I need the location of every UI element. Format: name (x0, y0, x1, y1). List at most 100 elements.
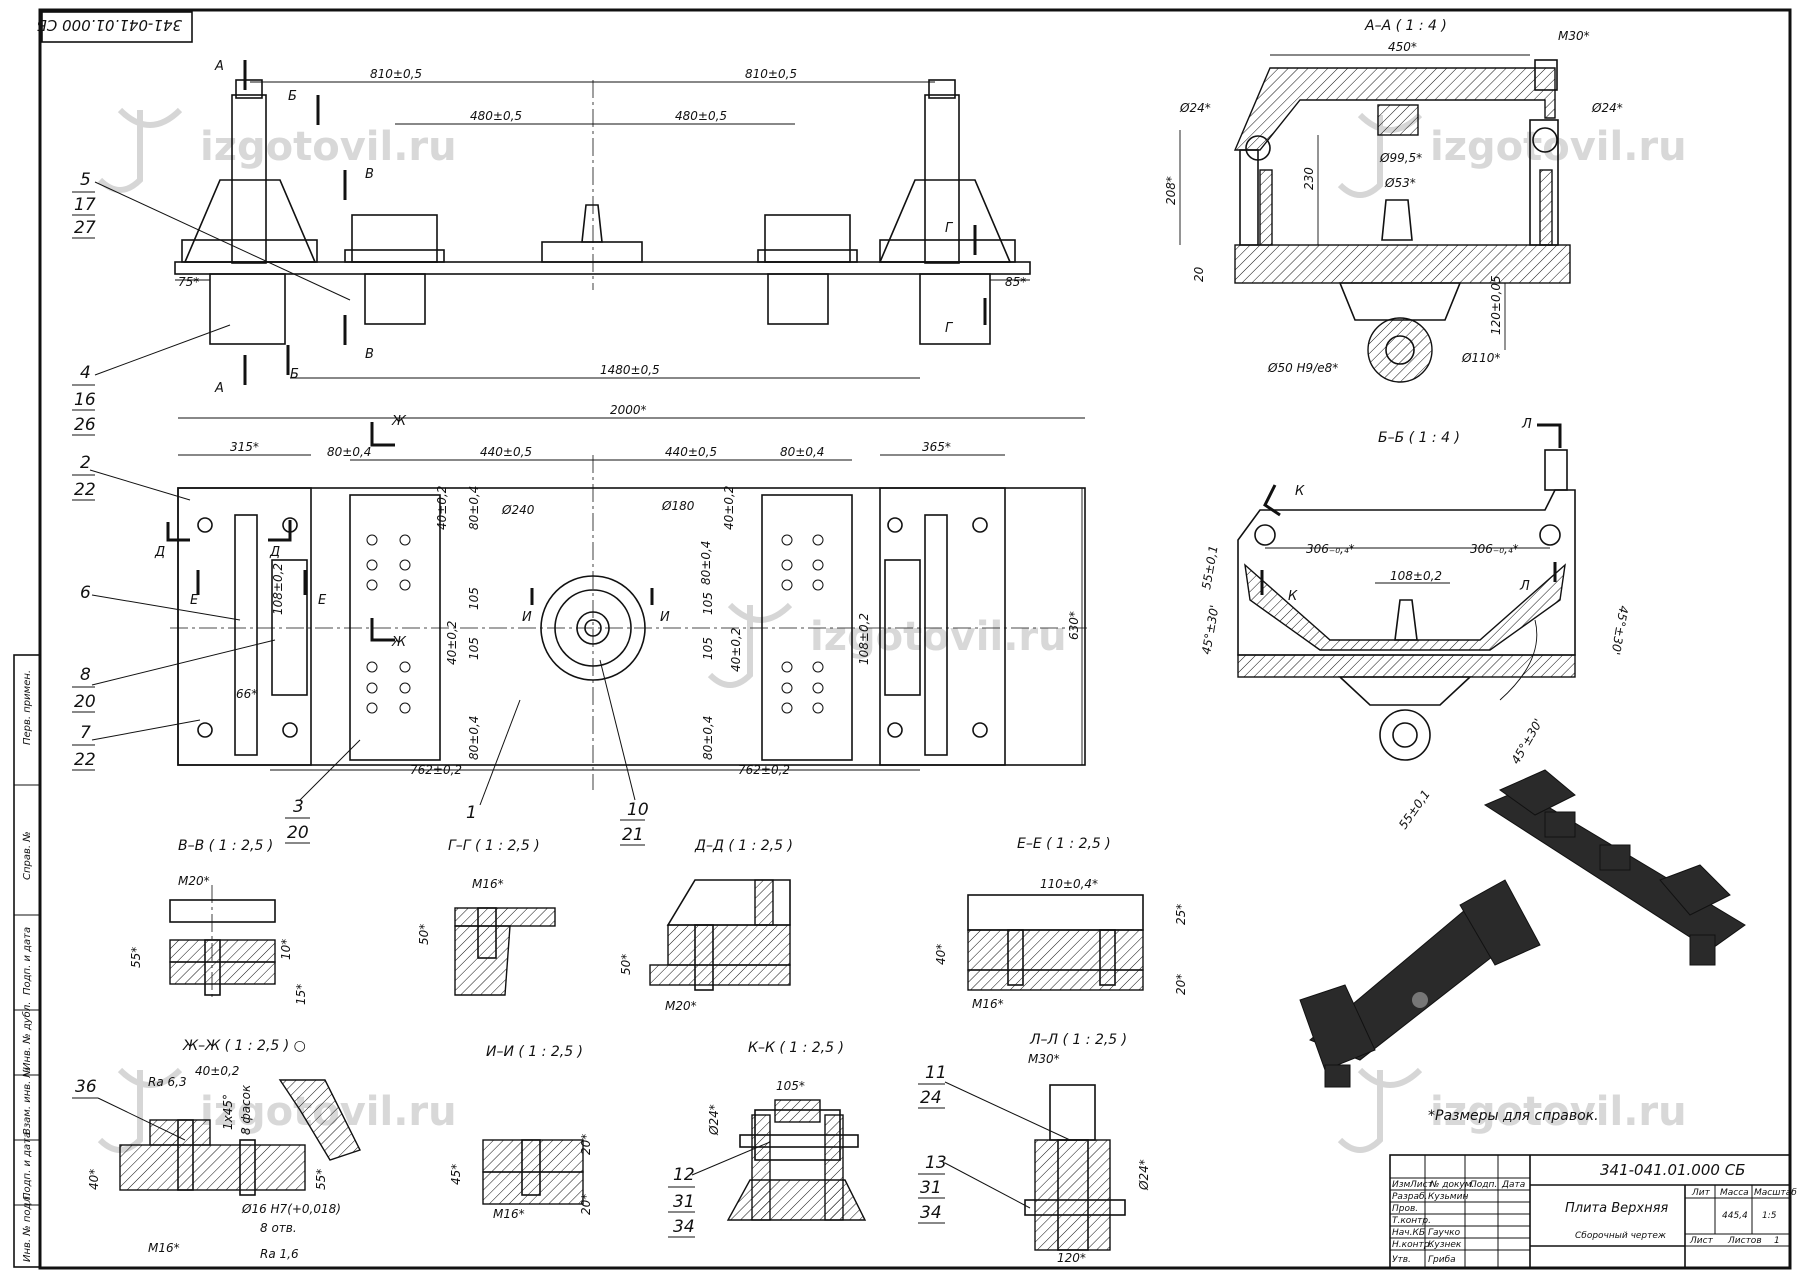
side-strip-labels: Перв. примен. Справ. № Подп. и дата Инв.… (14, 670, 40, 1262)
bolt-hole (812, 682, 824, 694)
bolt-hole (812, 702, 824, 714)
tb-hdr-4: Дата (1501, 1180, 1525, 1190)
dim-ee-2: 40* (934, 944, 948, 965)
reference-note: *Размеры для справок. (1428, 1108, 1599, 1124)
dim-p-23: 105 (701, 637, 715, 660)
section-ee: Е–Е ( 1 : 2,5 ) 110±0,4* 25* 40* М16* 20… (934, 836, 1188, 1011)
front-plate (174, 261, 1031, 275)
dim-f-3: 480±0,5 (675, 109, 727, 123)
bolt-hole (366, 702, 378, 714)
dim-bb-6: 45°±30' (1508, 716, 1545, 766)
pos-p-6-1: 21 (622, 825, 644, 845)
dim-p-4: 440±0,5 (480, 445, 532, 459)
sec-letter-2: Б (288, 89, 297, 104)
tb-name: Плита Верхняя (1565, 1201, 1668, 1216)
dim-zh-9: Ra 1,6 (260, 1247, 299, 1261)
dim-bb-1: 306₋₀,₄* (1470, 542, 1519, 556)
pos-p-0-0: 2 (80, 453, 91, 473)
dim-p-7: Ø240 (501, 503, 535, 517)
dim-gg-1: 50* (417, 924, 431, 945)
pos-kk-0: 12 (673, 1165, 695, 1185)
sec-letter-4: В (365, 167, 374, 182)
code-stamp: 341-041.01.000 СБ (37, 16, 182, 34)
dim-aa-0: 450* (1388, 40, 1417, 54)
bolt-hole (781, 682, 793, 694)
dim-p-18: 108±0,2 (271, 563, 285, 615)
dim-p-15: 105 (467, 637, 481, 660)
plan-dimensions: 2000* 315* 365* 80±0,4 440±0,5 440±0,5 8… (178, 403, 1085, 777)
tb-col-lit: Лит (1691, 1188, 1711, 1198)
dim-p-10: 762±0,2 (410, 763, 462, 777)
pos-ll-3: 31 (920, 1178, 942, 1198)
aa-dimensions: 450* М30* Ø24* Ø24* Ø99,5* Ø53* 230 208*… (1164, 29, 1623, 375)
dim-p-2: 365* (922, 440, 951, 454)
dim-kk-1: Ø24* (707, 1104, 721, 1136)
sec-letter-6: Г (945, 221, 954, 236)
dim-bb-0: 306₋₀,₄* (1306, 542, 1355, 556)
sec-letter-5: В (365, 347, 374, 362)
tb-hdr-1: Лист (1409, 1180, 1434, 1190)
view-title-ll: Л–Л ( 1 : 2,5 ) (1029, 1032, 1127, 1048)
plan-section-markers: Ж Ж Д Д Е Е И И (154, 414, 670, 650)
dim-vv-3: 15* (294, 984, 308, 1005)
dim-dd-1: М20* (665, 999, 697, 1013)
bolt-hole (399, 702, 411, 714)
pos-kk-1: 31 (673, 1192, 695, 1212)
bolt-hole (366, 682, 378, 694)
bolt-hole (282, 722, 298, 738)
side-label-6: Инв. № подл. (22, 1193, 33, 1262)
tb-col-scale: Масштаб (1754, 1188, 1797, 1198)
pos-ll-1: 24 (920, 1088, 942, 1108)
dim-zh-1: 40±0,2 (195, 1064, 239, 1078)
watermark-5: izgotovil.ru (1430, 1089, 1687, 1135)
bolt-hole (399, 579, 411, 591)
dim-aa-6: 230 (1302, 167, 1316, 190)
bolt-hole (399, 661, 411, 673)
sec-letter-8: Ж (391, 414, 407, 429)
pos-f-0-2: 27 (74, 218, 96, 238)
dim-p-8: Ø180 (661, 499, 695, 513)
dim-p-11: 762±0,2 (738, 763, 790, 777)
plan-holes (197, 517, 988, 738)
dim-dd-0: 50* (619, 954, 633, 975)
dim-f-0: 810±0,5 (370, 67, 422, 81)
dim-ll-2: 120* (1057, 1251, 1086, 1265)
view-title-dd: Д–Д ( 1 : 2,5 ) (694, 838, 793, 854)
dim-ii-0: 45* (449, 1164, 463, 1185)
watermark-1: izgotovil.ru (200, 124, 457, 170)
sheet-frame (38, 8, 1792, 1270)
tb-mass: 445,4 (1722, 1211, 1748, 1221)
dim-ee-0: 110±0,4* (1040, 877, 1098, 891)
dim-kk-0: 105* (776, 1079, 805, 1093)
tb-role-4: Н.контр. (1392, 1240, 1432, 1250)
section-bb: Б–Б ( 1 : 4 ) (1237, 430, 1576, 761)
tb-role-2: Т.контр. (1392, 1216, 1431, 1226)
dim-bb-7: 55±0,1 (1396, 787, 1433, 831)
pos-ll-2: 13 (925, 1153, 947, 1173)
dim-p-9: 630* (1067, 611, 1081, 640)
dim-zh-8: М16* (148, 1241, 180, 1255)
sec-letter-0: А (214, 59, 224, 74)
bolt-hole (781, 702, 793, 714)
front-view (174, 79, 1031, 345)
bolt-hole (781, 661, 793, 673)
dim-zh-4: 40* (87, 1169, 101, 1190)
dim-ee-3: М16* (972, 997, 1004, 1011)
dim-aa-1: М30* (1558, 29, 1590, 43)
code-stamp-box (41, 11, 193, 43)
dim-zh-6: Ø16 H7(+0,018) (241, 1202, 341, 1216)
iso-render-1 (1483, 769, 1746, 966)
dim-f-1: 810±0,5 (745, 67, 797, 81)
pos-p-4-0: 3 (293, 797, 304, 817)
tb-hdr-2: № докум. (1429, 1180, 1474, 1190)
dim-p-1: 315* (230, 440, 259, 454)
sec-letter-11: Д (269, 545, 280, 560)
dim-vv-2: 55* (129, 947, 143, 968)
watermark-3: izgotovil.ru (810, 614, 1067, 660)
section-kk: К–К ( 1 : 2,5 ) 105* Ø24* 12 31 34 (668, 1040, 867, 1238)
dim-zh-7: 8 отв. (260, 1221, 297, 1235)
bolt-hole (812, 579, 824, 591)
pos-kk-2: 34 (673, 1217, 695, 1237)
dim-f-6: 85* (1005, 275, 1026, 289)
pos-f-1-0: 4 (80, 363, 91, 383)
